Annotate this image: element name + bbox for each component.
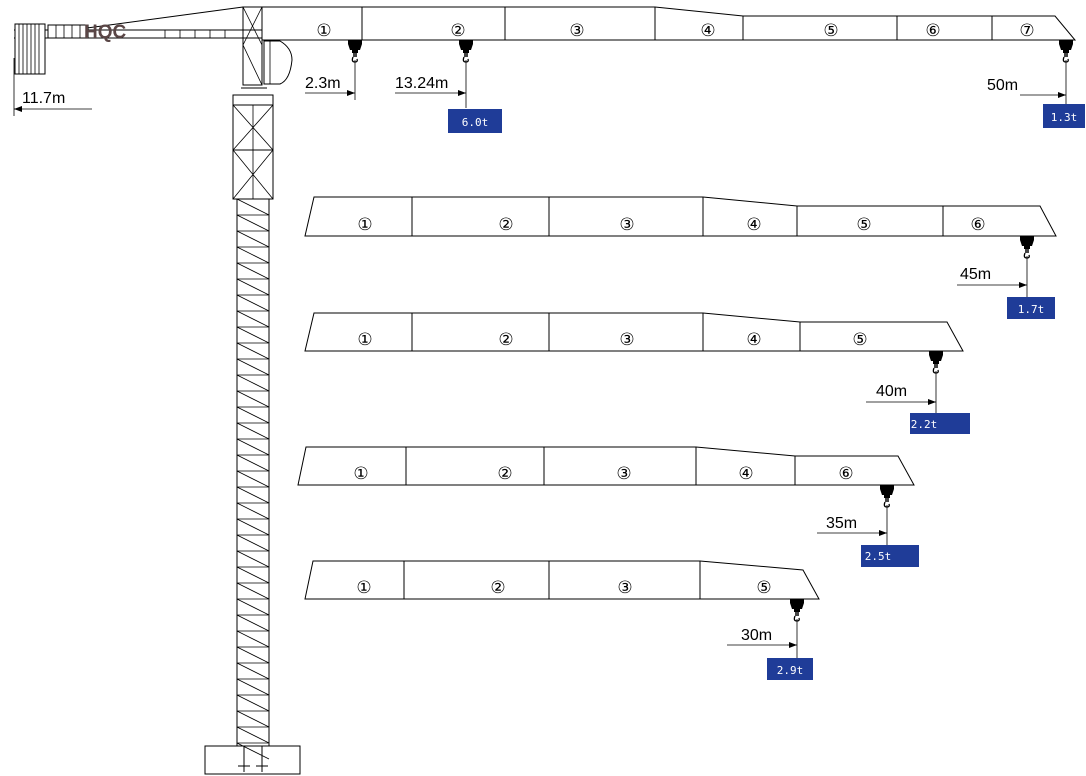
tip-capacity: 1.3t: [1051, 111, 1078, 124]
config-capacity: 2.9t: [777, 664, 804, 677]
config-radius-label: 35m: [826, 515, 857, 532]
config2-section-label: ①: [357, 330, 372, 350]
main-jib-section-label: ③: [569, 21, 584, 41]
config3-section-label: ④: [738, 464, 753, 484]
config1-section-label: ⑥: [970, 215, 985, 235]
crane-head: [241, 6, 293, 96]
counter-jib: HQC 11.7m: [13, 6, 262, 116]
config1-section-label: ⑤: [856, 215, 871, 235]
config2-section-label: ③: [619, 330, 634, 350]
config3-section-label: ②: [497, 464, 512, 484]
config-radius-label: 40m: [876, 383, 907, 400]
main-jib: ① ② ③ ④ ⑤ ⑥ ⑦ 2.3m 13.24m 6.0t 50m 1.3t: [261, 6, 1085, 133]
config1-section-label: ①: [357, 215, 372, 235]
capacity-box: [448, 109, 502, 133]
config4-section-label: ①: [356, 578, 371, 598]
capacity-box: [910, 413, 970, 434]
trolley-hook-tip: 50m 1.3t: [987, 39, 1085, 128]
config1-section-label: ③: [619, 215, 634, 235]
main-jib-section-label: ⑥: [925, 21, 940, 41]
config4-section-label: ⑤: [756, 578, 771, 598]
operator-cab: [263, 40, 293, 85]
jib-config-35m: ① ② ③ ④ ⑥ 35m 2.5t: [297, 446, 919, 567]
config4-section-label: ③: [617, 578, 632, 598]
config3-section-label: ③: [616, 464, 631, 484]
config2-section-label: ②: [498, 330, 513, 350]
main-jib-section-label: ⑦: [1019, 21, 1034, 41]
jib-config-40m: ① ② ③ ④ ⑤ 40m 2.2t: [304, 312, 970, 434]
counter-jib-length-label: 11.7m: [22, 90, 65, 107]
min-radius-label: 2.3m: [305, 75, 341, 92]
tower-base: [204, 745, 301, 775]
jib-config-30m: ① ② ③ ⑤ 30m 2.9t: [304, 560, 820, 680]
main-jib-section-label: ②: [450, 21, 465, 41]
capacity-box: [1007, 297, 1055, 319]
config4-section-label: ②: [490, 578, 505, 598]
trolley-hook-max-load: 13.24m 6.0t: [395, 39, 502, 133]
trolley-hook-min: 2.3m: [305, 39, 363, 100]
counterweight: [14, 23, 89, 75]
main-jib-section-label: ⑤: [823, 21, 838, 41]
max-load-capacity: 6.0t: [462, 116, 489, 129]
tower-mast: [232, 94, 274, 760]
main-jib-section-label: ①: [316, 21, 331, 41]
config3-section-label: ⑥: [838, 464, 853, 484]
config-capacity: 2.5t: [865, 550, 892, 563]
config-radius-label: 45m: [960, 266, 991, 283]
brand-logo: HQC: [84, 22, 127, 43]
config3-section-label: ①: [353, 464, 368, 484]
capacity-box: [861, 545, 919, 567]
config2-section-label: ⑤: [852, 330, 867, 350]
config2-section-label: ④: [746, 330, 761, 350]
mast-lattice: [236, 198, 270, 760]
tip-radius-label: 50m: [987, 77, 1018, 94]
config1-section-label: ②: [498, 215, 513, 235]
config1-section-label: ④: [746, 215, 761, 235]
config-capacity: 2.2t: [911, 418, 938, 431]
config-capacity: 1.7t: [1018, 303, 1045, 316]
capacity-box: [767, 658, 813, 680]
main-jib-section-label: ④: [700, 21, 715, 41]
jib-config-45m: ① ② ③ ④ ⑤ ⑥ 45m 1.7t: [304, 196, 1057, 319]
capacity-box: [1043, 104, 1085, 128]
config-radius-label: 30m: [741, 627, 772, 644]
max-load-radius-label: 13.24m: [395, 75, 448, 92]
